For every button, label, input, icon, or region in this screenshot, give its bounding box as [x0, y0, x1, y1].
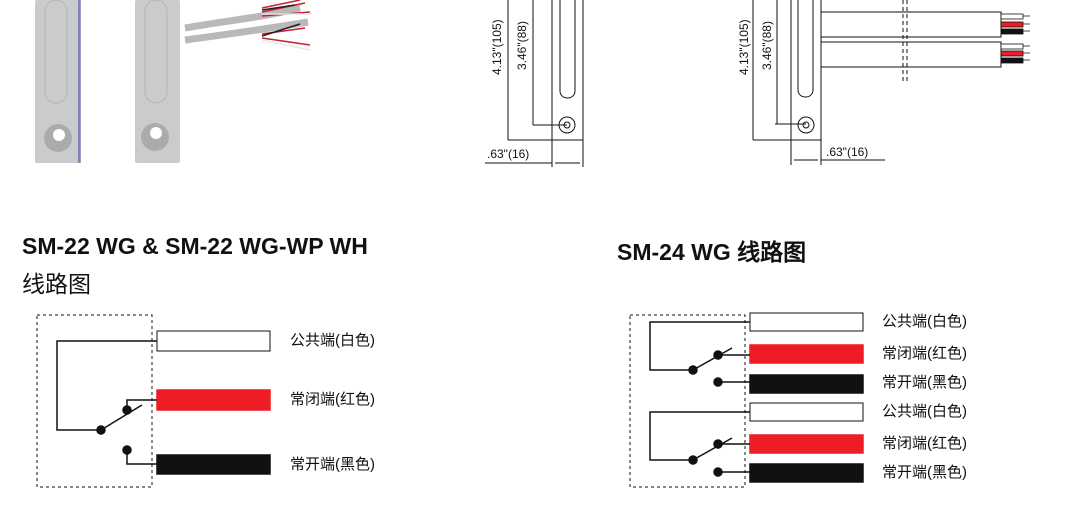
section-title-sm24: SM-24 WG 线路图 — [617, 239, 807, 265]
schematic-sm22 — [36, 314, 271, 488]
section-title-sm22: SM-22 WG & SM-22 WG-WP WH — [22, 233, 368, 259]
dimension-drawing-sm22 — [485, 0, 584, 167]
label-no: 常开端(黑色) — [290, 456, 375, 473]
schematic-sm24 — [629, 312, 864, 488]
dim-width: .63"(16) — [487, 147, 529, 161]
dim-width-2: .63"(16) — [826, 145, 868, 159]
product-photo — [35, 0, 312, 163]
label-common-2: 公共端(白色) — [882, 403, 967, 420]
dim-length-total-2: 4.13"(105) — [737, 19, 751, 75]
label-nc: 常闭端(红色) — [290, 391, 375, 408]
label-common-1: 公共端(白色) — [882, 313, 967, 330]
label-nc-1: 常闭端(红色) — [882, 345, 967, 362]
label-no-1: 常开端(黑色) — [882, 374, 967, 391]
label-no-2: 常开端(黑色) — [882, 464, 967, 481]
dimension-drawing-sm24 — [752, 0, 1002, 165]
label-nc-2: 常闭端(红色) — [882, 435, 967, 452]
dim-length-hole-2: 3.46"(88) — [760, 21, 774, 70]
dim-length-hole: 3.46"(88) — [515, 21, 529, 70]
dim-length-total: 4.13"(105) — [490, 19, 504, 75]
wire-ends — [1000, 13, 1030, 64]
label-common: 公共端(白色) — [290, 332, 375, 349]
section-subtitle-sm22: 线路图 — [22, 271, 91, 297]
